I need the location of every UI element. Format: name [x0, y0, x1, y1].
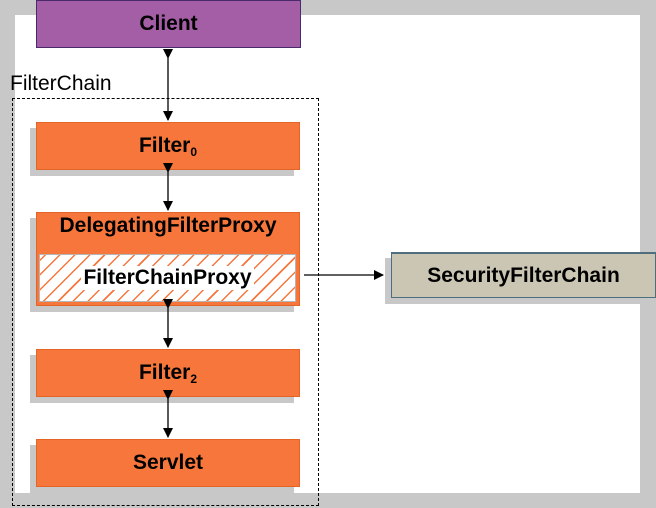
- filter-chain-label: FilterChain: [10, 72, 112, 95]
- filter0-label: Filter0: [138, 133, 198, 159]
- delegating-filter-proxy-label: DelegatingFilterProxy: [59, 214, 277, 237]
- filter-chain-proxy-box: FilterChainProxy: [39, 254, 296, 302]
- servlet-label: Servlet: [132, 451, 204, 474]
- client-label: Client: [139, 12, 198, 35]
- filter2-label: Filter2: [138, 360, 198, 386]
- client-box: Client: [36, 0, 301, 48]
- filter0-box: Filter0: [36, 122, 300, 170]
- filter-chain-proxy-label: FilterChainProxy: [81, 266, 254, 290]
- security-filter-chain-label: SecurityFilterChain: [427, 263, 620, 287]
- servlet-box: Servlet: [36, 439, 300, 487]
- security-filter-chain-box: SecurityFilterChain: [391, 252, 656, 298]
